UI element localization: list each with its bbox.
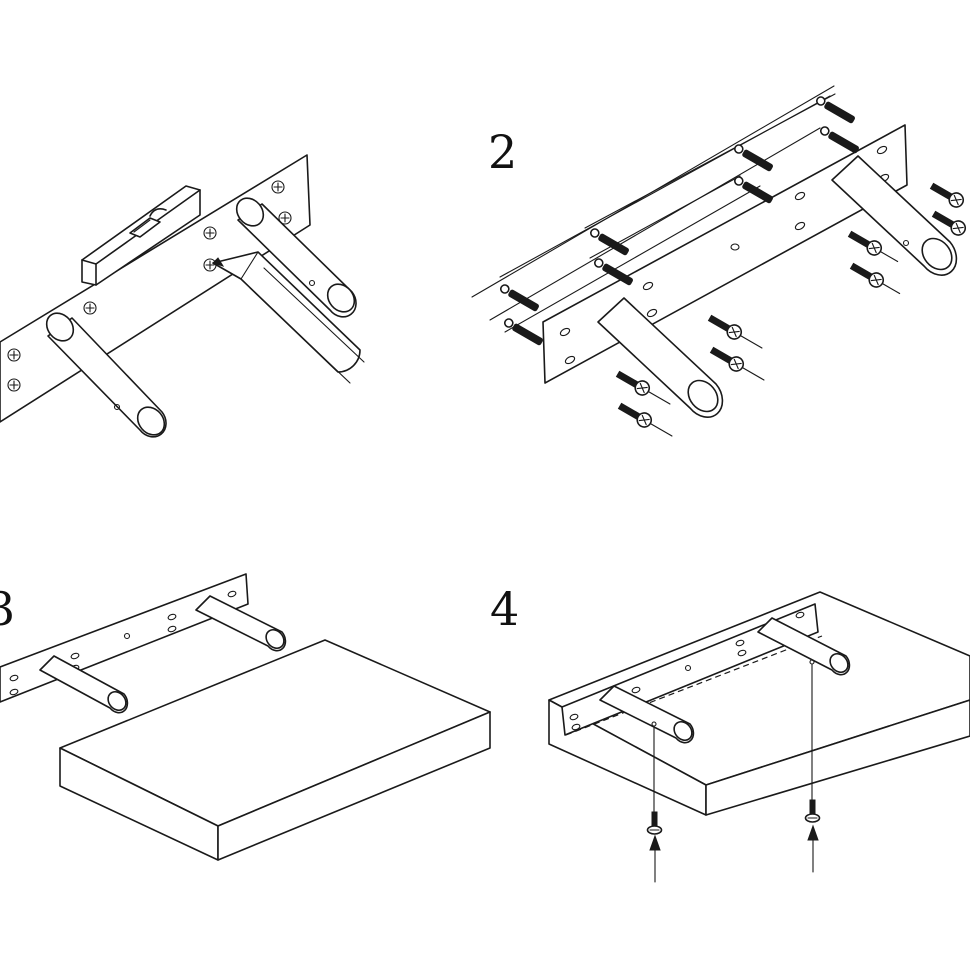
step-number-3: 3 <box>0 582 15 636</box>
bracket-slots <box>559 145 890 365</box>
bracket-rod-left <box>597 297 724 418</box>
step-2-panel: 2 <box>471 85 967 437</box>
arrow-up-icon <box>649 834 661 883</box>
screw-icon <box>804 799 821 823</box>
screw-icon <box>615 182 967 437</box>
pencil-icon <box>212 251 365 384</box>
step-number-2: 2 <box>488 125 517 179</box>
spirit-level-icon <box>81 185 201 286</box>
step-number-4: 4 <box>490 582 519 636</box>
arrow-up-icon <box>807 824 819 873</box>
alignment-lines <box>471 85 836 333</box>
bracket-rod-right <box>235 197 357 318</box>
screw-icon <box>646 811 663 835</box>
shelf-board <box>59 639 491 861</box>
step-4-panel: 4 <box>490 582 970 883</box>
bracket-plate <box>0 573 249 703</box>
bracket-rod-left <box>39 655 129 714</box>
bracket-rod-right <box>757 617 851 676</box>
step-3-panel: 3 <box>0 573 491 861</box>
bracket-rod-right <box>195 595 287 652</box>
bracket-rod-left <box>45 312 167 438</box>
bracket-rod-right <box>831 155 958 276</box>
wall-plug-icon <box>500 96 859 346</box>
bracket-rod-left <box>599 685 695 744</box>
bracket-slots <box>569 611 805 731</box>
step-1-panel <box>0 154 365 438</box>
